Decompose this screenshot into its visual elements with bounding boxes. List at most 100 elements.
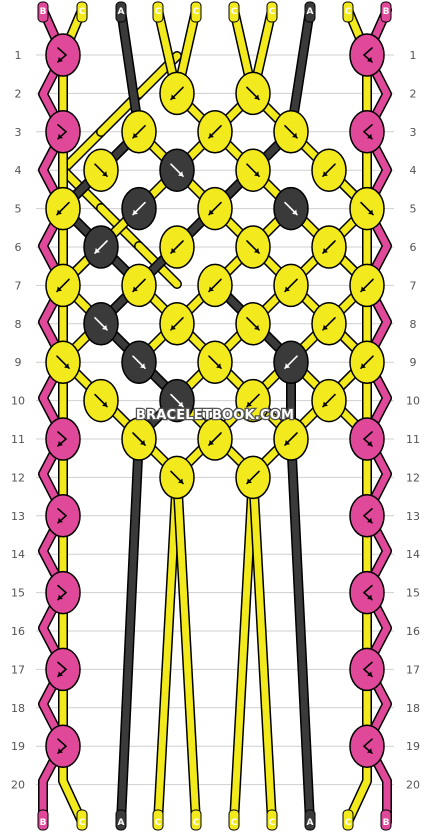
- row-number-left: 12: [11, 471, 25, 484]
- strand-label-top-letter: A: [118, 7, 125, 17]
- row-number-left: 6: [15, 241, 22, 254]
- row-number-right: 6: [410, 241, 417, 254]
- knot: [349, 417, 385, 461]
- knot: [273, 417, 309, 461]
- arrow-head: [58, 517, 63, 523]
- yellow-tail-4: [249, 470, 276, 826]
- arrow-head: [102, 324, 107, 330]
- row-number-right: 5: [410, 203, 417, 216]
- knot: [45, 340, 81, 384]
- row-number-right: 20: [406, 779, 420, 792]
- knot: [121, 186, 157, 231]
- strand-label-bottom-tab: [304, 809, 316, 831]
- arrow-head: [133, 132, 138, 138]
- knot: [349, 263, 385, 308]
- arrow-head: [58, 441, 63, 446]
- knot-shape: [45, 494, 81, 538]
- arrow-head: [58, 57, 63, 62]
- arrow-head: [58, 594, 63, 600]
- arrow-head: [367, 133, 372, 139]
- arrow-head: [133, 209, 138, 215]
- strand-label-bottom-letter: B: [40, 818, 47, 828]
- arrow-head: [367, 748, 372, 754]
- arrow-head: [209, 209, 214, 215]
- strand-label-top-tab: [76, 1, 88, 23]
- strand-label-bottom-letter: C: [345, 818, 352, 828]
- row-number-right: 17: [406, 663, 420, 676]
- strand-label-bottom-letter: C: [155, 818, 162, 828]
- strand-label-top-letter: C: [155, 7, 162, 17]
- arrow-head: [64, 363, 69, 369]
- knot: [349, 724, 385, 768]
- row-number-left: 9: [15, 356, 22, 369]
- knot: [159, 71, 195, 116]
- strand-label-top-letter: A: [307, 7, 314, 17]
- row-number-right: 3: [410, 126, 417, 139]
- arrow-head: [292, 209, 297, 215]
- knot: [83, 302, 119, 346]
- row-number-right: 4: [410, 164, 417, 177]
- knot-shape: [349, 417, 385, 461]
- knot: [159, 225, 195, 269]
- yellow-thread-segment: [59, 128, 105, 174]
- knot: [121, 263, 157, 308]
- row-number-left: 4: [15, 164, 22, 177]
- arrow-head: [209, 132, 214, 138]
- knot: [159, 378, 195, 423]
- arrow-head: [58, 748, 63, 754]
- knot: [235, 148, 271, 192]
- knot: [197, 340, 233, 384]
- row-number-right: 14: [406, 548, 420, 561]
- yellow-tail-2: [173, 470, 200, 826]
- row-number-right: 12: [406, 471, 420, 484]
- arrow-head: [216, 363, 221, 369]
- strand-label-top-tab: [228, 1, 240, 23]
- arrow-head: [367, 671, 372, 677]
- knot: [45, 647, 81, 692]
- arrow-head: [367, 441, 372, 446]
- knot: [273, 110, 309, 154]
- strand-label-bottom-tab: [228, 809, 240, 831]
- strand-label-top-letter: B: [383, 7, 390, 17]
- arrow-head: [209, 286, 214, 292]
- knot: [235, 71, 271, 116]
- arrow-head: [102, 401, 107, 407]
- arrow-head: [323, 324, 328, 330]
- strand-label-bottom-letter: B: [383, 818, 390, 828]
- strand-label-bottom-tab: [115, 809, 127, 831]
- arrow-head: [58, 671, 63, 677]
- knot: [349, 570, 385, 615]
- knot: [83, 378, 119, 423]
- knot-shape: [45, 33, 81, 77]
- knot-shape: [45, 570, 81, 615]
- arrow-head: [361, 286, 366, 292]
- knot-grid: [45, 33, 385, 768]
- knot: [83, 148, 119, 192]
- arrow-head: [140, 363, 145, 369]
- arrow-head: [361, 363, 366, 369]
- knot: [159, 455, 195, 500]
- knot-shape: [349, 494, 385, 538]
- strand-label-bottom-tab: [266, 809, 278, 831]
- arrow-head: [285, 286, 290, 292]
- knot: [121, 417, 157, 461]
- row-number-right: 9: [410, 356, 417, 369]
- strand-label-top-letter: C: [79, 7, 86, 17]
- strand-label-top-letter: C: [345, 7, 352, 17]
- strand-label-top-tab: [190, 1, 202, 23]
- arrow-head: [171, 248, 176, 253]
- row-number-right: 18: [406, 702, 420, 715]
- row-number-right: 8: [410, 318, 417, 331]
- row-number-left: 20: [11, 779, 25, 792]
- strand-label-bottom-tab: [37, 809, 49, 831]
- row-number-right: 16: [406, 625, 420, 638]
- knot: [197, 417, 233, 461]
- arrow-head: [247, 401, 252, 407]
- knot: [349, 647, 385, 692]
- arrow-head: [102, 171, 107, 177]
- knot: [349, 340, 385, 384]
- strand-label-bottom-tab: [342, 809, 354, 831]
- strand-label-top-tab: [37, 1, 49, 23]
